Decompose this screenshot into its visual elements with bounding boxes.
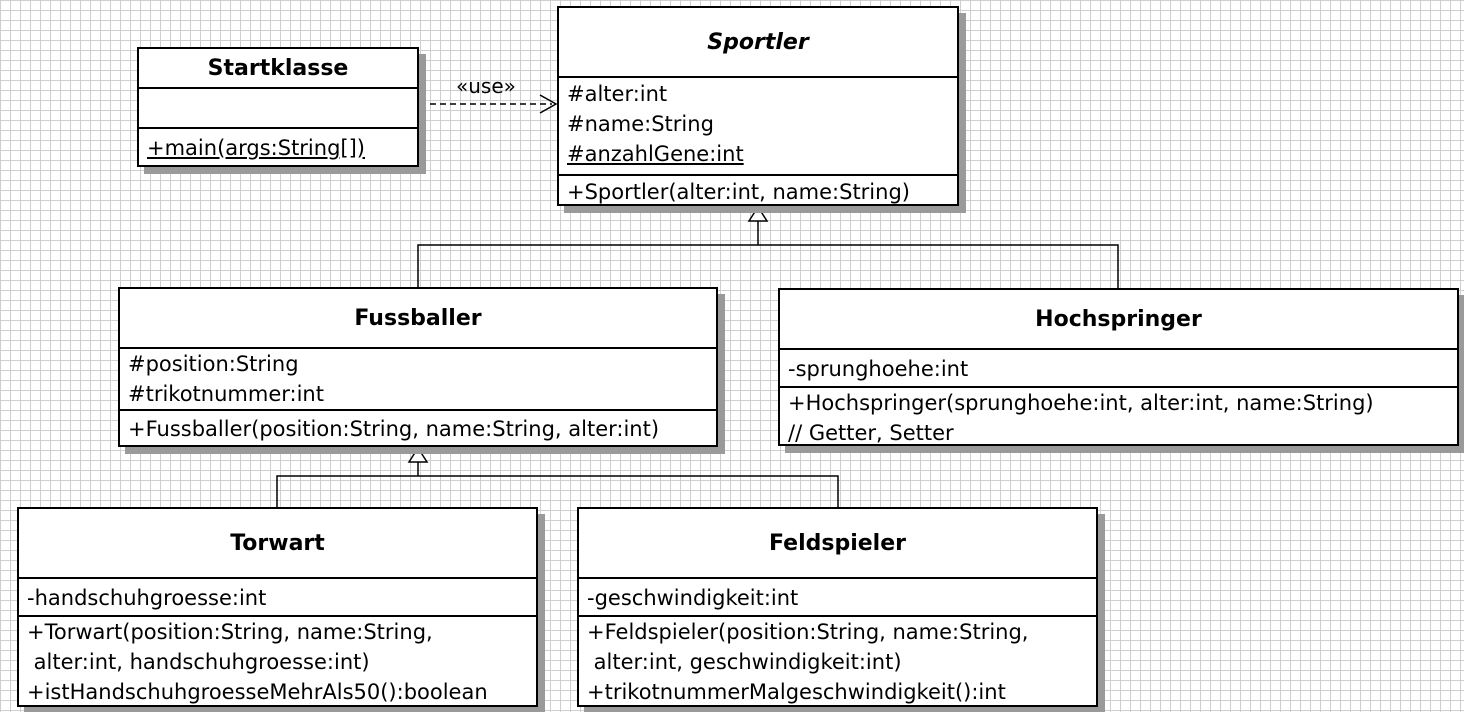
attribute-row: #trikotnummer:int	[128, 382, 324, 406]
attributes-section: -sprunghoehe:int	[780, 348, 1457, 386]
class-hochspringer[interactable]: Hochspringer -sprunghoehe:int +Hochsprin…	[778, 288, 1459, 446]
attribute-row: #alter:int	[567, 82, 668, 106]
method-row: alter:int, handschuhgroesse:int)	[27, 650, 370, 674]
attribute-row: #position:String	[128, 352, 299, 376]
method-row: +Torwart(position:String, name:String,	[27, 620, 433, 644]
class-name: Torwart	[230, 530, 325, 556]
method-row: +istHandschuhgroesseMehrAls50():boolean	[27, 680, 488, 704]
methods-section: +Fussballer(position:String, name:String…	[120, 409, 716, 444]
class-name: Feldspieler	[769, 530, 906, 556]
method-row: +main(args:String[])	[147, 136, 365, 160]
use-dependency-arrowhead	[539, 94, 558, 114]
class-feldspieler[interactable]: Feldspieler -geschwindigkeit:int +Feldsp…	[577, 507, 1098, 707]
method-row: +Fussballer(position:String, name:String…	[128, 417, 660, 441]
methods-section: +Hochspringer(sprunghoehe:int, alter:int…	[780, 386, 1457, 448]
generalization-lines-sportler	[417, 244, 1119, 288]
attributes-section: -geschwindigkeit:int	[579, 577, 1096, 615]
class-name: Sportler	[707, 29, 809, 55]
generalization-lines-fussballer	[276, 475, 839, 507]
attribute-row: #name:String	[567, 112, 714, 136]
attributes-section: -handschuhgroesse:int	[19, 577, 536, 615]
class-fussballer[interactable]: Fussballer #position:String #trikotnumme…	[118, 287, 718, 447]
method-row: +Hochspringer(sprunghoehe:int, alter:int…	[788, 391, 1374, 415]
methods-section: +main(args:String[])	[139, 127, 417, 163]
method-row: +Sportler(alter:int, name:String)	[567, 180, 910, 204]
attribute-row: #anzahlGene:int	[567, 142, 744, 166]
generalization-arrowhead-sportler	[747, 205, 769, 222]
class-name: Fussballer	[354, 305, 482, 331]
methods-section: +Torwart(position:String, name:String, a…	[19, 615, 536, 707]
method-row: +trikotnummerMalgeschwindigkeit():int	[587, 680, 1006, 704]
attributes-section: #position:String #trikotnummer:int	[120, 347, 716, 409]
use-stereotype-label: «use»	[456, 74, 516, 98]
method-row: // Getter, Setter	[788, 421, 954, 445]
methods-section: +Sportler(alter:int, name:String)	[559, 174, 957, 207]
attribute-row: -geschwindigkeit:int	[587, 586, 799, 610]
generalization-arrowhead-fussballer	[407, 446, 429, 463]
class-torwart[interactable]: Torwart -handschuhgroesse:int +Torwart(p…	[17, 507, 538, 707]
class-startklasse[interactable]: Startklasse +main(args:String[])	[137, 47, 419, 167]
class-name: Startklasse	[207, 55, 349, 81]
attribute-row: -handschuhgroesse:int	[27, 586, 267, 610]
method-row: +Feldspieler(position:String, name:Strin…	[587, 620, 1029, 644]
methods-section: +Feldspieler(position:String, name:Strin…	[579, 615, 1096, 707]
method-row: alter:int, geschwindigkeit:int)	[587, 650, 902, 674]
class-sportler[interactable]: Sportler #alter:int #name:String #anzahl…	[557, 6, 959, 206]
attribute-row: -sprunghoehe:int	[788, 357, 969, 381]
attributes-section: #alter:int #name:String #anzahlGene:int	[559, 76, 957, 174]
attributes-section	[139, 87, 417, 127]
class-name: Hochspringer	[1035, 306, 1202, 332]
